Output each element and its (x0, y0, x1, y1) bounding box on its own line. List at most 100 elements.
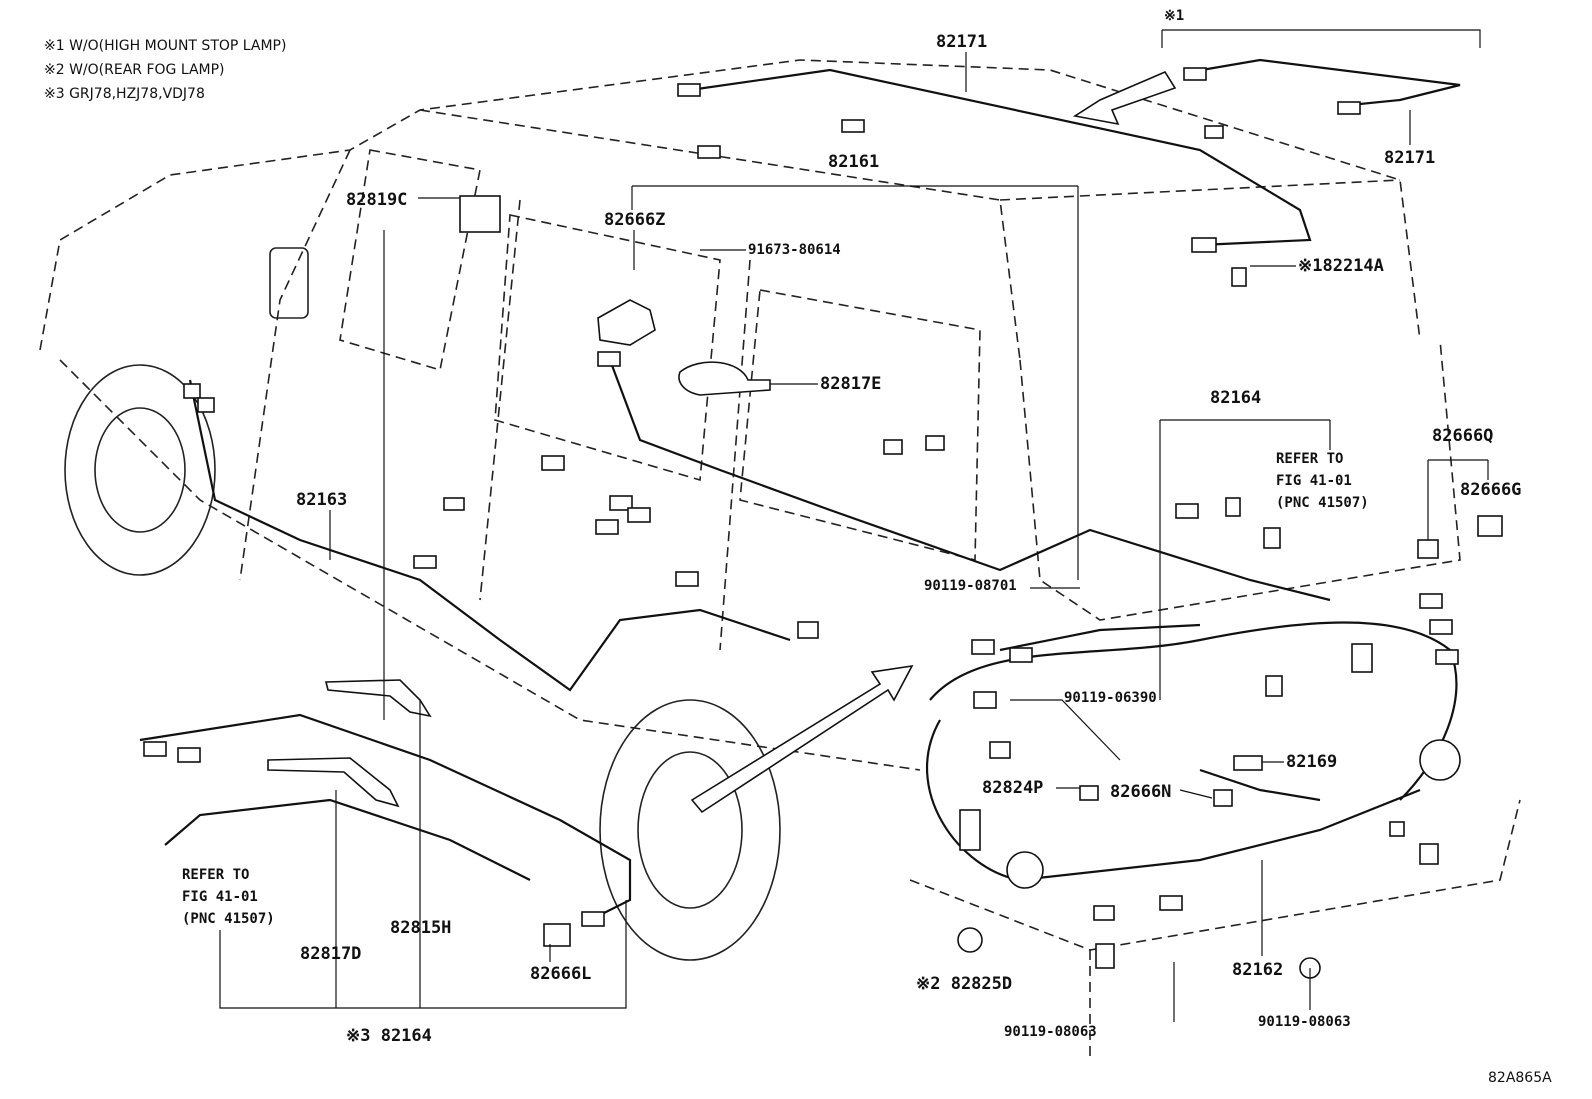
rear-bumper-line (909, 799, 1521, 951)
connector-2 (841, 119, 865, 133)
connector-35 (1233, 755, 1263, 771)
connector-1 (677, 83, 701, 97)
part-82161: 82161 (828, 152, 880, 172)
vehicle-body-outline (39, 59, 1521, 1060)
connector-23 (1009, 647, 1033, 663)
note-mark-1: ※1 (1164, 8, 1185, 24)
leader-90119-06390 (1010, 699, 1121, 761)
connector-11 (627, 507, 651, 523)
part-82825d: ※2 82825D (916, 974, 1013, 994)
connector-38 (1159, 895, 1183, 911)
bracket-82164-bottom (219, 900, 627, 1009)
connector-42 (143, 741, 167, 757)
part-82666g: 82666G (1460, 480, 1522, 500)
part-82164-mid: 82164 (1210, 388, 1262, 408)
connector-13 (675, 571, 699, 587)
connector-16 (413, 555, 437, 569)
connector-40 (1419, 843, 1439, 865)
part-82162: 82162 (1232, 960, 1284, 980)
connector-34 (1213, 789, 1233, 807)
connector-37 (1093, 905, 1115, 921)
connector-28 (1419, 593, 1443, 609)
harness-82817d-loose (164, 798, 531, 881)
connector-44 (581, 911, 605, 927)
connector-4 (1337, 101, 1361, 115)
leader-82666n (1179, 789, 1213, 799)
bracket-82666q (1427, 459, 1489, 540)
connector-group (143, 67, 1503, 979)
part-82214a: ※182214A (1298, 256, 1384, 276)
connector-9 (541, 455, 565, 471)
note-1: ※1 W/O(HIGH MOUNT STOP LAMP) (44, 38, 287, 54)
part-82824p: 82824P (982, 778, 1044, 798)
part-82817d: 82817D (300, 944, 362, 964)
roof-rear-edge (999, 179, 1401, 201)
reference-note-right: REFER TO FIG 41-01 (PNC 41507) (1276, 451, 1369, 511)
a-pillar-line (239, 149, 351, 581)
grommet-2 (1419, 739, 1461, 781)
clip-82817d (267, 757, 400, 808)
connector-20 (1225, 497, 1241, 517)
connector-7 (1191, 237, 1217, 253)
note-2: ※2 W/O(REAR FOG LAMP) (44, 62, 225, 78)
part-82666z: 82666Z (604, 210, 666, 230)
connector-45 (543, 923, 571, 947)
grommet-1 (1006, 851, 1044, 889)
connector-6 (697, 145, 721, 159)
part-82666q: 82666Q (1432, 426, 1494, 446)
note-3: ※3 GRJ78,HZJ78,VDJ78 (44, 86, 205, 102)
bracket-mark-1 (1161, 29, 1481, 48)
part-90119-08701: 90119-08701 (924, 578, 1017, 594)
connector-8 (597, 351, 621, 367)
connector-29 (1429, 619, 1453, 635)
connector-39 (1095, 943, 1115, 969)
connector-19 (1175, 503, 1199, 519)
connector-3 (1183, 67, 1207, 81)
side-window-front (339, 149, 481, 372)
connector-12 (595, 519, 619, 535)
part-91673-80614: 91673-80614 (748, 242, 841, 258)
leader-lines (219, 29, 1489, 1022)
side-harness-82163 (188, 379, 791, 692)
bracket-82817e (678, 361, 771, 396)
harness-82164-loose (139, 713, 632, 921)
part-82163: 82163 (296, 490, 348, 510)
connector-33 (1079, 785, 1099, 801)
b-pillar-line (479, 199, 521, 601)
floor-harness-82161 (608, 359, 1331, 602)
part-82817e: 82817E (820, 374, 882, 394)
connector-15 (443, 497, 465, 511)
roof-harness-82171-alt (1189, 58, 1461, 107)
connector-21 (1263, 527, 1281, 549)
connector-5 (1204, 125, 1224, 139)
connector-14 (797, 621, 819, 639)
part-82815h: 82815H (390, 918, 452, 938)
rear-harness-82164 (929, 621, 1458, 801)
connector-46 (183, 383, 201, 399)
roof-edge-line (419, 109, 1021, 361)
part-82171-top: 82171 (936, 32, 988, 52)
connector-32 (1477, 515, 1503, 537)
rear-door-harness (999, 623, 1201, 652)
rear-wheel (599, 699, 781, 961)
connector-47 (197, 397, 215, 413)
connector-25 (989, 741, 1011, 759)
grommet-3 (957, 927, 983, 953)
reference-note-left: REFER TO FIG 41-01 (PNC 41507) (182, 867, 275, 927)
lower-body-line (59, 359, 921, 771)
diagram-code: 82A865A (1488, 1070, 1552, 1086)
connector-41 (1389, 821, 1405, 837)
front-wheel (64, 364, 216, 576)
part-82819c: 82819C (346, 190, 408, 210)
connector-27 (1351, 643, 1373, 673)
part-82169: 82169 (1286, 752, 1338, 772)
connector-43 (177, 747, 201, 763)
part-90119-08063-left: 90119-08063 (1004, 1024, 1097, 1040)
bracket-82161 (631, 185, 1079, 580)
rear-harness-branch-82169 (1199, 768, 1321, 802)
connector-30 (1435, 649, 1459, 665)
connector-49 (1231, 267, 1247, 287)
part-90119-08063-right: 90119-08063 (1258, 1014, 1351, 1030)
c-pillar-line (719, 259, 751, 651)
